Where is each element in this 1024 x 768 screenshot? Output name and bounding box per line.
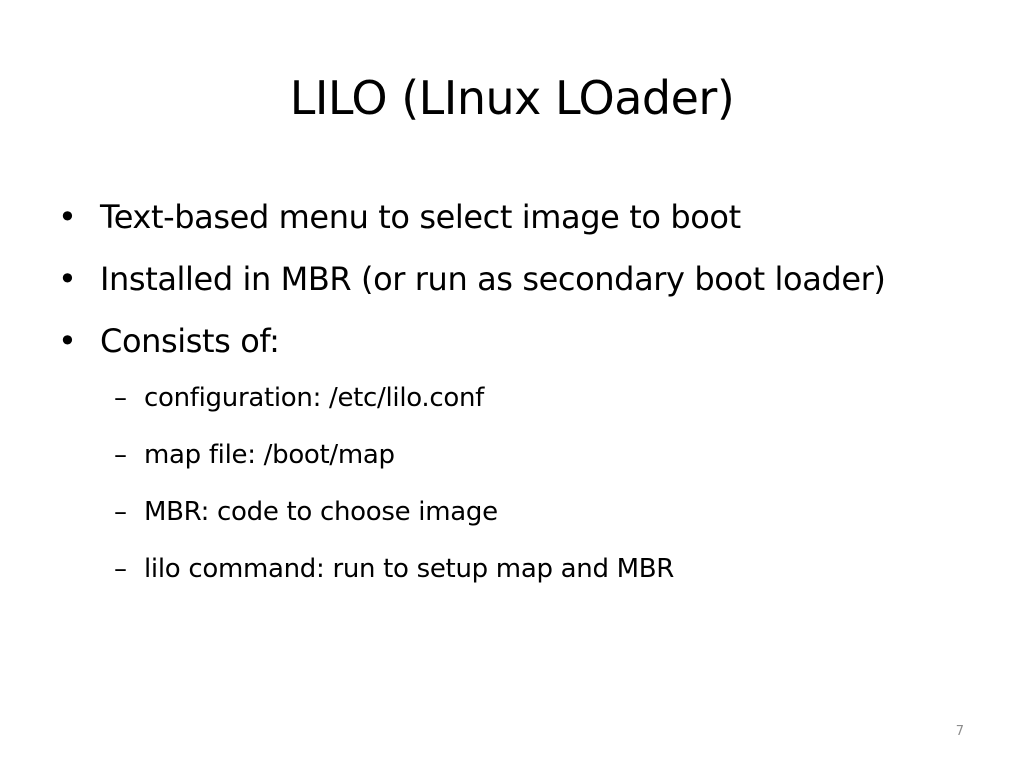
sub-bullet-text: configuration: /etc/lilo.conf — [144, 383, 485, 413]
bullet-text: Text-based menu to select image to boot — [100, 198, 741, 236]
dash-icon: – — [114, 497, 127, 527]
sub-bullet-item: – lilo command: run to setup map and MBR — [114, 541, 972, 598]
dash-icon: – — [114, 440, 127, 470]
bullet-icon: • — [58, 260, 77, 298]
bullet-icon: • — [58, 198, 77, 236]
bullet-text: Consists of: — [100, 322, 280, 360]
dash-icon: – — [114, 383, 127, 413]
sub-bullet-item: – configuration: /etc/lilo.conf — [114, 370, 972, 427]
bullet-item: • Text-based menu to select image to boo… — [58, 190, 958, 244]
bullet-item: • Installed in MBR (or run as secondary … — [58, 252, 958, 306]
bullet-item: • Consists of: – configuration: /etc/lil… — [58, 314, 958, 598]
sub-bullet-text: map file: /boot/map — [144, 440, 395, 470]
bullet-text: Installed in MBR (or run as secondary bo… — [100, 260, 886, 298]
sub-bullet-text: MBR: code to choose image — [144, 497, 498, 527]
bullet-list: • Text-based menu to select image to boo… — [58, 190, 958, 606]
page-number: 7 — [955, 724, 964, 739]
bullet-icon: • — [58, 322, 77, 360]
slide-title: LILO (LInux LOader) — [289, 71, 735, 125]
sub-bullet-item: – MBR: code to choose image — [114, 484, 972, 541]
sub-bullet-item: – map file: /boot/map — [114, 427, 972, 484]
dash-icon: – — [114, 554, 127, 584]
sub-bullet-text: lilo command: run to setup map and MBR — [144, 554, 675, 584]
sub-bullet-list: – configuration: /etc/lilo.conf – map fi… — [114, 370, 972, 598]
